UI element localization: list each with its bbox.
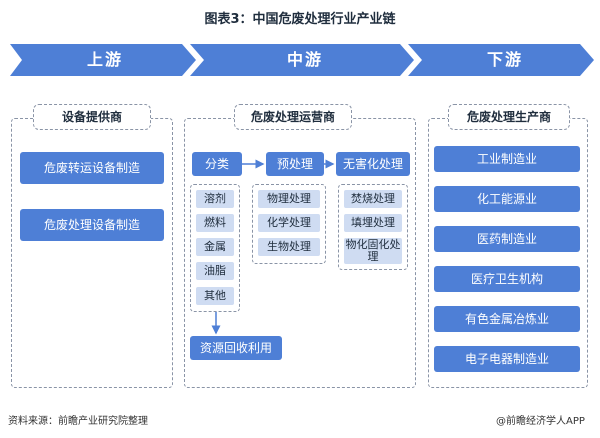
downstream-header: 危废处理生产商: [448, 104, 570, 130]
harmless-item: 填埋处理: [344, 214, 402, 232]
harmless-item: 物化固化处理: [344, 238, 402, 264]
step-harmless: 无害化处理: [336, 152, 410, 176]
downstream-chevron: [408, 44, 594, 76]
recycle-box: 资源回收利用: [190, 336, 282, 360]
category-item: 溶剂: [196, 190, 234, 208]
brand-note: @前瞻经济学人APP: [496, 416, 585, 427]
downstream-item: 医疗卫生机构: [434, 266, 580, 292]
stage-banner-bar: [10, 44, 594, 76]
downstream-banner-label: 下游: [486, 50, 523, 69]
category-item: 油脂: [196, 262, 234, 280]
upstream-item-transfer: 危废转运设备制造: [20, 152, 164, 184]
downstream-item: 化工能源业: [434, 186, 580, 212]
category-group: [190, 184, 240, 312]
upstream-item-processing: 危废处理设备制造: [20, 209, 164, 241]
pretreatment-group: [252, 184, 326, 264]
midstream-banner-label: 中游: [286, 50, 323, 69]
midstream-header: 危废处理运营商: [234, 104, 352, 130]
upstream-chevron: [10, 44, 196, 76]
page-title: 图表3：中国危废处理行业产业链: [204, 12, 396, 27]
category-item: 金属: [196, 238, 234, 256]
downstream-item: 电子电器制造业: [434, 346, 580, 372]
category-item: 燃料: [196, 214, 234, 232]
downstream-item: 有色金属冶炼业: [434, 306, 580, 332]
source-note: 资料来源：前瞻产业研究院整理: [8, 416, 148, 427]
downstream-item: 医药制造业: [434, 226, 580, 252]
midstream-chevron: [190, 44, 414, 76]
upstream-header: 设备提供商: [33, 104, 151, 130]
harmless-item: 焚烧处理: [344, 190, 402, 208]
step-pretreatment: 预处理: [266, 152, 324, 176]
downstream-item: 工业制造业: [434, 146, 580, 172]
pretreatment-item: 生物处理: [258, 238, 320, 256]
harmless-group: [338, 184, 408, 270]
upstream-banner-label: 上游: [86, 50, 123, 69]
pretreatment-item: 化学处理: [258, 214, 320, 232]
step-classify: 分类: [192, 152, 242, 176]
category-item: 其他: [196, 287, 234, 305]
pretreatment-item: 物理处理: [258, 190, 320, 208]
